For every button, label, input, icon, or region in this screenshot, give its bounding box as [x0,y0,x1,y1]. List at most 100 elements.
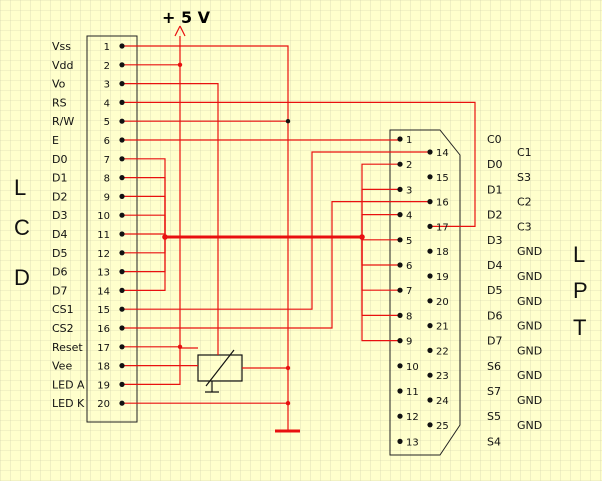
wire-rs-c3 [122,101,476,227]
lpt-pin-number: 22 [436,346,449,357]
lpt-col-signal-label: S3 [517,171,531,184]
lcd-letter: L [14,175,26,200]
lcd-pin-dot [119,344,125,350]
lpt-pin-dot [397,438,403,444]
lcd-pin-dot [119,269,125,275]
lcd-pin-number: 17 [97,343,110,354]
lpt-row-signal-label: C0 [487,133,502,146]
lcd-pin-number: 8 [104,174,110,185]
lpt-col-signal-label: GND [517,245,542,258]
lpt-col-signal-label: C3 [517,220,532,233]
lpt-row-signal-label: D7 [487,335,502,348]
junction-dot [162,234,168,240]
lpt-col-signal-label: GND [517,320,542,333]
lpt-pin-number: 5 [406,236,412,247]
lcd-signal-label: D1 [52,172,67,185]
lcd-signal-label: Vdd [52,59,74,72]
junction-dot [359,234,365,240]
lcd-signal-label: D3 [52,209,67,222]
lpt-pin-number: 23 [436,371,449,382]
wire-data [361,237,400,342]
lpt-pin-dot [427,372,433,378]
lpt-row-signal-label: D3 [487,234,502,247]
wire-cs1-c1 [122,151,430,310]
junction-dot [285,365,291,371]
lpt-row-signal-label: D4 [487,259,502,272]
lpt-pin-dot [397,186,403,192]
lcd-pin-dot [119,231,125,237]
lpt-row-signal-label: D6 [487,309,502,322]
lpt-db25-shell [389,129,461,456]
lpt-letter: P [573,278,588,303]
lcd-connector-body [86,35,138,423]
lcd-pin-dot [119,43,125,49]
lcd-pin-dot [119,325,125,331]
lpt-row-signal-label: D0 [487,158,502,171]
lcd-pin-number: 6 [104,136,110,147]
lcd-letter: C [14,215,30,240]
lpt-pin-number: 2 [406,160,412,171]
lcd-letter: D [14,265,30,290]
lpt-row-signal-label: S4 [487,435,501,448]
lpt-pin-dot [427,397,433,403]
lcd-signal-label: R/W [52,115,74,128]
lpt-pin-dot [427,149,433,155]
lcd-signal-label: Vss [52,40,71,53]
lpt-pin-dot [397,136,403,142]
lpt-pin-number: 14 [436,148,449,159]
lcd-pin-number: 14 [97,286,110,297]
lpt-col-signal-label: GND [517,369,542,382]
lpt-pin-number: 16 [436,198,449,209]
lpt-pin-number: 12 [406,412,419,423]
lcd-pin-dot [119,381,125,387]
lpt-pin-number: 17 [436,222,449,233]
lcd-pin-dot [119,175,125,181]
lcd-signal-label: D4 [52,228,67,241]
junction-dot [177,62,183,67]
lpt-pin-number: 25 [436,421,449,432]
lcd-pin-number: 1 [104,42,110,53]
lcd-pin-number: 18 [97,362,110,373]
lpt-pin-dot [397,212,403,218]
lcd-signal-label: E [52,134,59,147]
lpt-pin-dot [397,262,403,268]
lcd-pin-dot [119,81,125,87]
lcd-signal-label: D6 [52,266,67,279]
lpt-pin-dot [427,298,433,304]
lcd-pin-number: 4 [104,98,110,109]
lpt-row-signal-label: D1 [487,183,502,196]
lcd-pin-number: 7 [104,155,110,166]
lcd-signal-label: D5 [52,247,67,260]
lpt-pin-dot [397,338,403,344]
lcd-pin-dot [119,287,125,293]
lcd-pin-dot [119,363,125,369]
lcd-pin-dot [119,118,125,124]
lpt-pin-number: 21 [436,322,449,333]
potentiometer-wiper-icon [205,349,235,387]
lpt-row-signal-label: S5 [487,410,501,423]
lpt-pin-number: 8 [406,311,412,322]
lpt-row-signal-label: S6 [487,360,501,373]
lpt-pin-dot [427,273,433,279]
lcd-signal-label: Vee [52,360,72,373]
lcd-signal-label: LED A [52,378,85,391]
lcd-pin-dot [119,212,125,218]
lpt-pin-number: 3 [406,185,412,196]
lpt-pin-dot [427,174,433,180]
lpt-pin-dot [427,248,433,254]
wire-vss-ground [122,45,289,431]
lpt-col-signal-label: GND [517,344,542,357]
supply-arrow-icon [174,25,186,37]
lcd-signal-label: Reset [52,341,83,354]
lpt-row-signal-label: D5 [487,284,502,297]
lcd-pin-number: 13 [97,268,110,279]
lcd-pin-number: 16 [97,324,110,335]
lcd-pin-number: 20 [97,399,110,410]
lcd-pin-number: 2 [104,61,110,72]
lcd-pin-dot [119,400,125,406]
lpt-row-signal-label: S7 [487,385,501,398]
lcd-pin-dot [119,306,125,312]
